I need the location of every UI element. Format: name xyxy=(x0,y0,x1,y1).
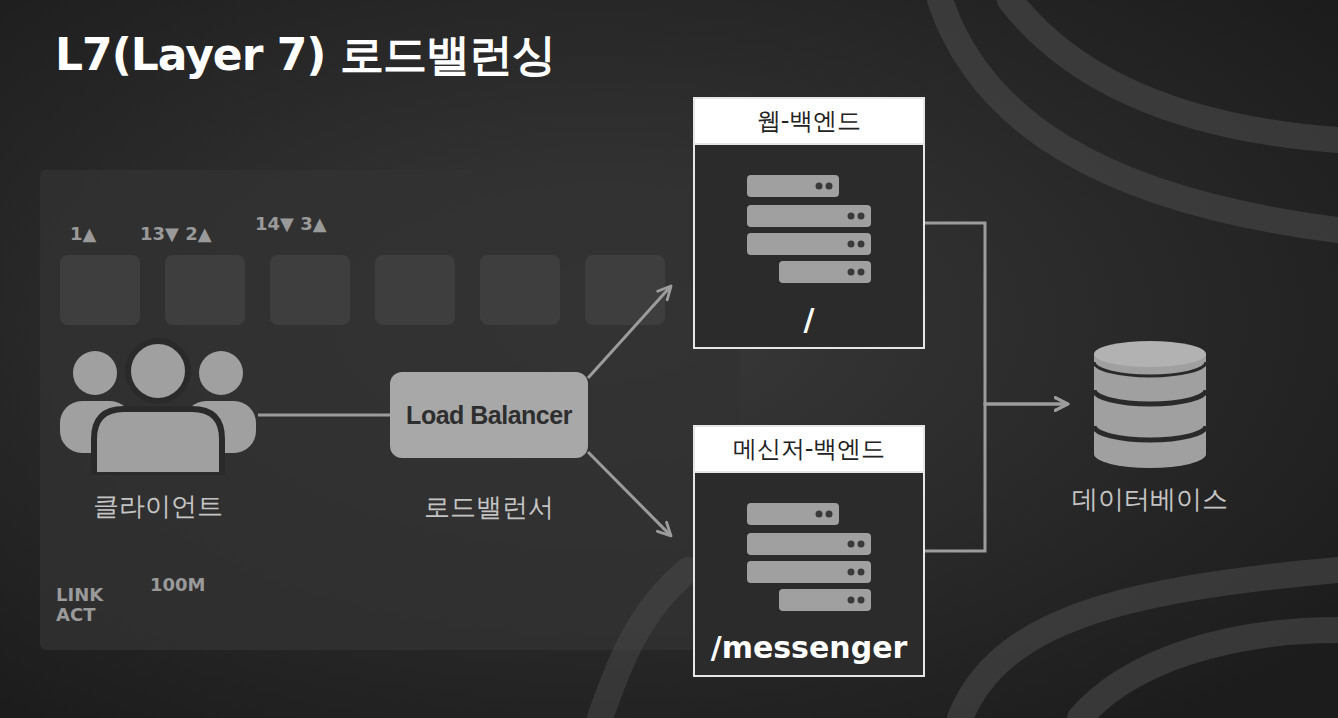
server-led xyxy=(826,511,833,518)
network-cable xyxy=(940,0,1338,230)
server-led xyxy=(858,597,865,604)
connector xyxy=(925,404,1068,551)
box-header-text: 웹-백엔드 xyxy=(757,105,862,137)
switch-port xyxy=(480,255,560,325)
box-header: 웹-백엔드 xyxy=(695,99,923,145)
database-top xyxy=(1094,341,1206,367)
server-unit xyxy=(747,205,871,227)
switch-port xyxy=(60,255,140,325)
database-band xyxy=(1094,426,1206,440)
person-head xyxy=(199,351,243,395)
connector xyxy=(588,452,671,536)
server-icon xyxy=(747,503,871,613)
load-balancer: Load Balancer로드밸런서 xyxy=(390,372,588,458)
client-group: 클라이언트 xyxy=(58,335,258,524)
server-led xyxy=(858,269,865,276)
load-balancer-box: Load Balancer xyxy=(390,372,588,458)
server-led xyxy=(826,183,833,190)
server-led xyxy=(858,213,865,220)
server-led xyxy=(848,569,855,576)
connector xyxy=(588,286,671,378)
connector xyxy=(258,414,390,417)
database: 데이터베이스 xyxy=(1040,340,1260,517)
panel-marking: 13▼ 2▲ xyxy=(140,224,212,244)
switch-port xyxy=(165,255,245,325)
diagram-title: L7(Layer 7) 로드밸런싱 xyxy=(55,26,555,85)
switch-port xyxy=(270,255,350,325)
server-unit xyxy=(747,561,871,583)
server-led xyxy=(848,213,855,220)
server-icon xyxy=(747,175,871,285)
panel-marking: LINK ACT xyxy=(56,585,100,625)
server-led xyxy=(848,541,855,548)
server-led xyxy=(858,541,865,548)
person-body xyxy=(94,409,222,475)
box-header: 메신저-백엔드 xyxy=(695,427,923,473)
switch-port xyxy=(375,255,455,325)
server-unit xyxy=(779,589,871,611)
connector xyxy=(925,223,1068,404)
switch-panel xyxy=(40,170,740,650)
box-label: Load Balancer xyxy=(406,401,572,430)
server-led xyxy=(858,569,865,576)
panel-marking: 1▲ xyxy=(70,224,96,244)
server-unit xyxy=(747,503,839,525)
box-header-text: 메신저-백엔드 xyxy=(733,433,886,465)
route-path: /messenger xyxy=(695,630,923,665)
network-cable xyxy=(960,570,1338,718)
node-caption: 데이터베이스 xyxy=(1040,482,1260,517)
server-unit xyxy=(747,533,871,555)
backend-server-box: 웹-백엔드 / xyxy=(693,97,925,349)
node-caption: 로드밸런서 xyxy=(330,490,648,525)
server-unit xyxy=(747,233,871,255)
people-icon xyxy=(58,335,258,475)
server-unit xyxy=(779,261,871,283)
server-led xyxy=(848,597,855,604)
network-cable xyxy=(600,570,688,718)
database-band xyxy=(1094,362,1206,376)
database-body xyxy=(1094,354,1206,468)
server-led xyxy=(848,241,855,248)
database-band xyxy=(1094,390,1206,404)
backend-server-box: 메신저-백엔드/messenger xyxy=(693,425,925,677)
person-head xyxy=(73,351,117,395)
route-path: / xyxy=(695,302,923,337)
database-icon xyxy=(1092,340,1208,468)
server-led xyxy=(848,269,855,276)
server-led xyxy=(858,241,865,248)
network-cable xyxy=(1080,630,1338,718)
node-caption: 클라이언트 xyxy=(58,489,258,524)
switch-port xyxy=(585,255,665,325)
network-cable xyxy=(1010,0,1338,140)
person-head xyxy=(128,341,188,401)
panel-marking: 100M xyxy=(150,575,206,595)
server-led xyxy=(816,183,823,190)
panel-marking: 14▼ 3▲ xyxy=(255,214,327,234)
server-led xyxy=(816,511,823,518)
server-unit xyxy=(747,175,839,197)
